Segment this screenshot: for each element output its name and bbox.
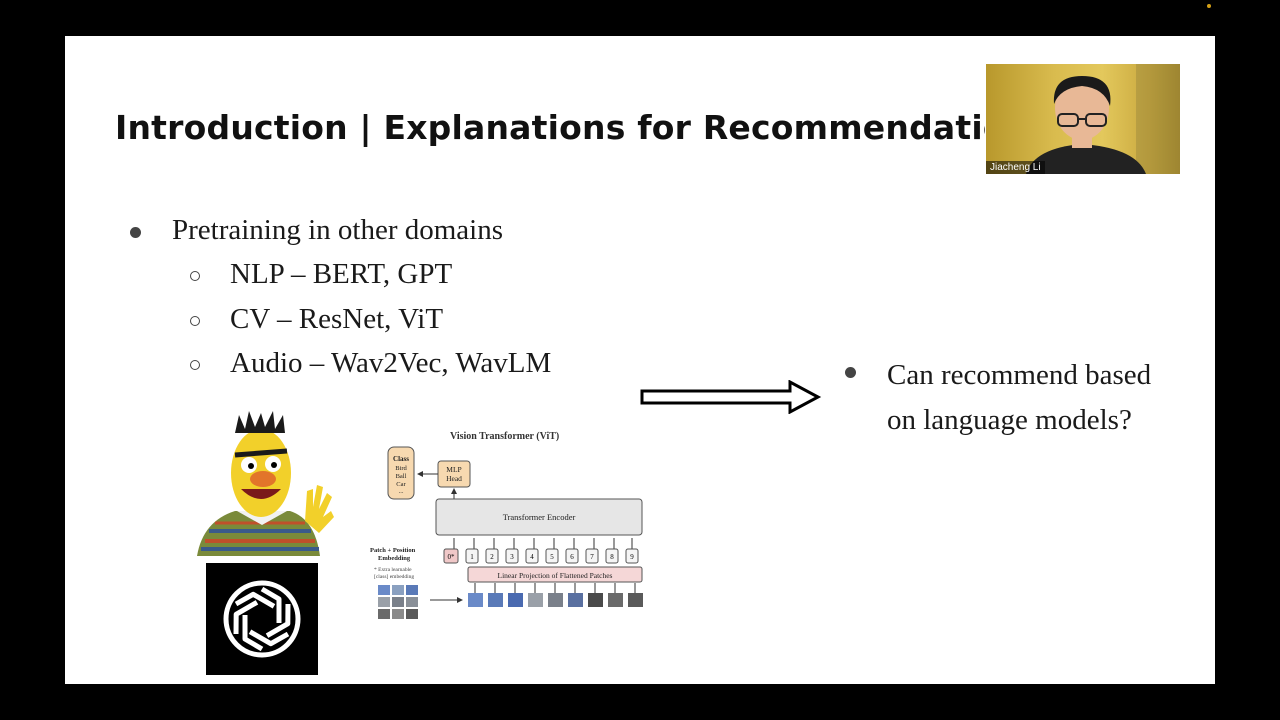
openai-logo-icon (206, 563, 318, 675)
participant-name: Jiacheng Li (986, 161, 1045, 174)
svg-text:8: 8 (610, 553, 614, 561)
mlp-label: MLP (446, 465, 461, 474)
patch-label: Patch + Position (370, 547, 416, 554)
head-label: Head (446, 474, 462, 483)
svg-text:1: 1 (470, 553, 474, 561)
svg-text:5: 5 (550, 553, 554, 561)
svg-text:4: 4 (530, 553, 534, 561)
token-arrows (453, 538, 633, 549)
svg-text:2: 2 (490, 553, 494, 561)
tokens: 0* 1 2 3 4 5 6 7 8 9 (443, 548, 639, 564)
sub-bullet-ring (190, 271, 200, 281)
participant-video-feed (1026, 64, 1180, 174)
class-bird: Bird (395, 465, 407, 472)
sub-bullet-ring (190, 316, 200, 326)
sub-bullet-ring (190, 360, 200, 370)
bullet-dot (130, 227, 141, 238)
embedding-label: Embedding (378, 555, 411, 562)
svg-text:3: 3 (510, 553, 514, 561)
arrow-right-icon (640, 380, 822, 414)
svg-text:9: 9 (630, 553, 634, 561)
input-image-patches (378, 585, 418, 619)
sub-bullet-text: NLP – BERT, GPT (230, 258, 453, 290)
svg-text:0*: 0* (448, 553, 456, 561)
class-ellipsis: ... (399, 488, 404, 495)
note-line-1: * Extra learnable (374, 567, 412, 573)
bert-character-image (197, 411, 334, 556)
svg-text:7: 7 (590, 553, 594, 561)
class-car: Car (396, 481, 406, 488)
recording-indicator (1207, 4, 1211, 8)
projection-label: Linear Projection of Flattened Patches (498, 571, 613, 580)
svg-text:6: 6 (570, 553, 574, 561)
note-line-2: [class] embedding (374, 574, 414, 580)
sub-bullet-text: CV – ResNet, ViT (230, 303, 444, 335)
participant-video-tile[interactable]: Jiacheng Li (986, 64, 1180, 174)
slide-title: Introduction | Explanations for Recommen… (115, 108, 985, 147)
bullet-dot (845, 367, 856, 378)
sub-bullet-text: Audio – Wav2Vec, WavLM (230, 347, 552, 379)
vit-title: Vision Transformer (ViT) (450, 431, 560, 442)
class-ball: Ball (396, 473, 407, 480)
vit-diagram: Vision Transformer (ViT) Class Bird Ball… (370, 429, 650, 629)
flattened-patches (468, 593, 643, 607)
right-bullet-text: Can recommend based on language models? (887, 359, 1152, 436)
encoder-label: Transformer Encoder (503, 512, 576, 522)
main-bullet-text: Pretraining in other domains (172, 214, 504, 246)
class-label: Class (393, 455, 409, 463)
